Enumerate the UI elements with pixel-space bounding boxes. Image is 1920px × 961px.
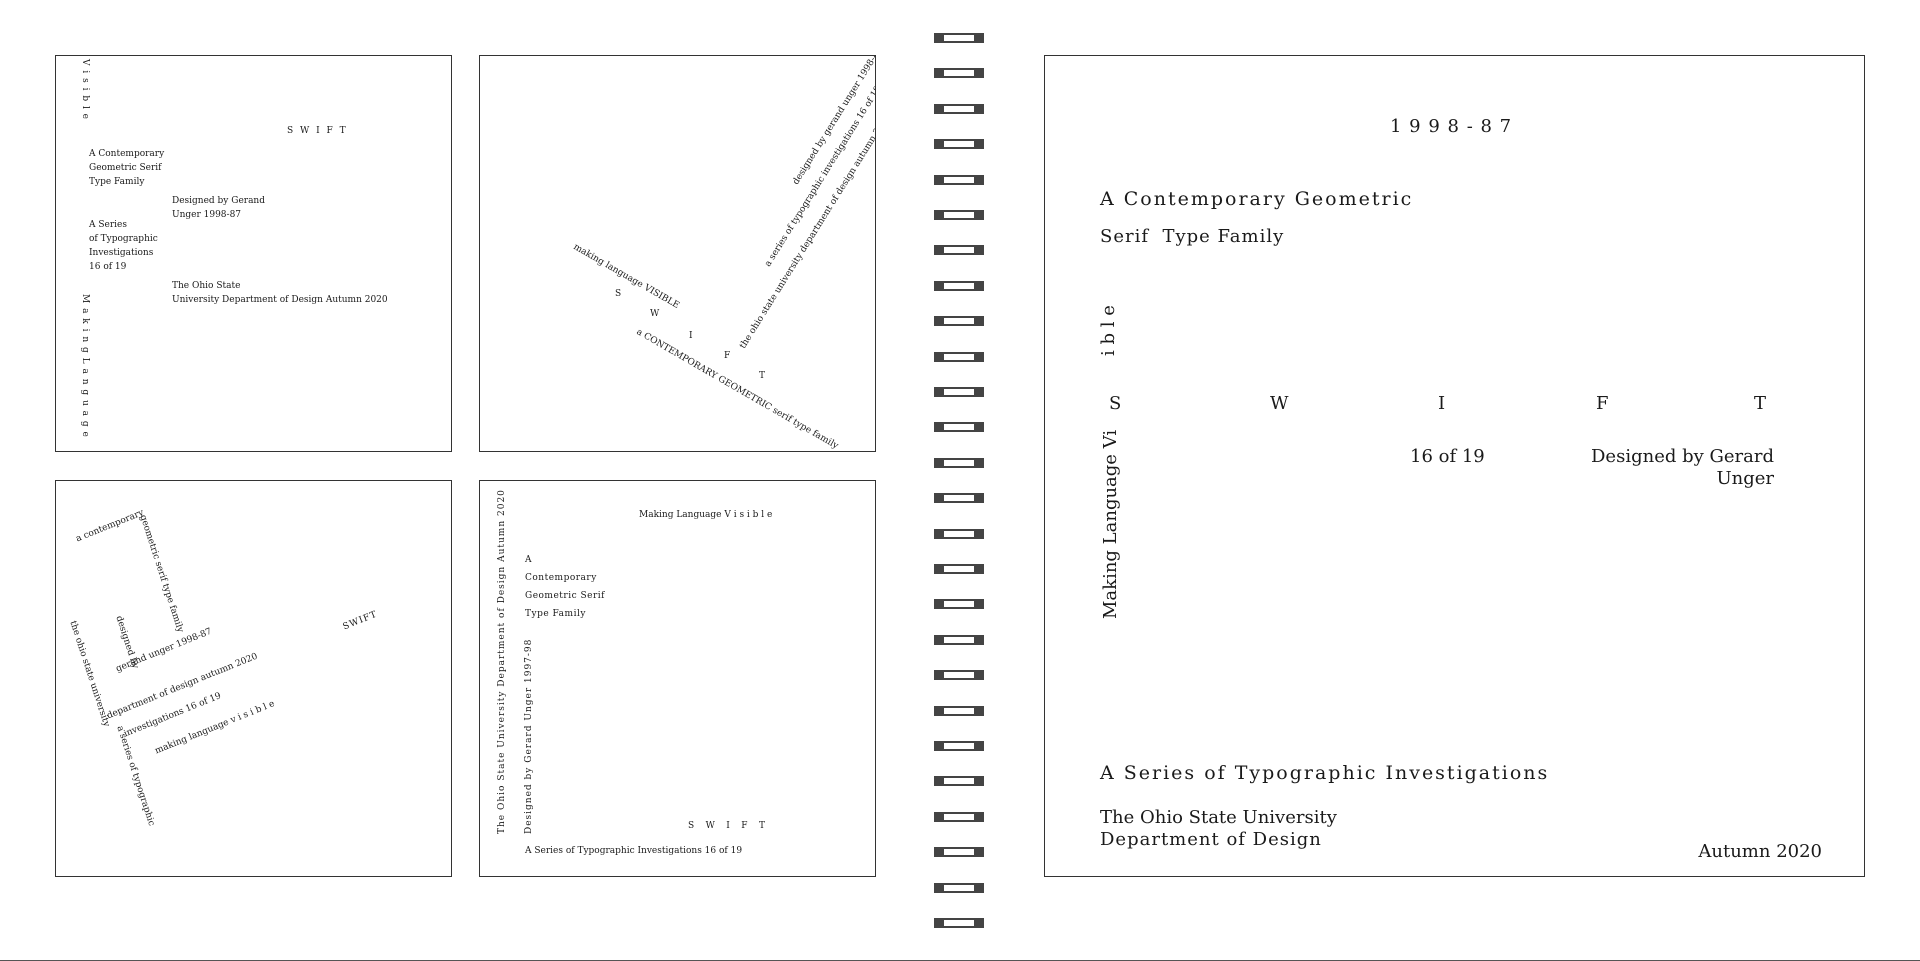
swift-letter-f: F — [1596, 393, 1609, 414]
spiral-ring — [930, 314, 988, 328]
swift-letter-s: S — [615, 289, 622, 299]
making-language-text: Making Language V i s i b l e — [639, 510, 773, 520]
spiral-ring — [930, 385, 988, 399]
spiral-ring — [930, 704, 988, 718]
spiral-ring — [930, 562, 988, 576]
swift-letter-i: I — [689, 331, 693, 341]
making-language-tilted-text: making language v i s i b l e — [153, 699, 277, 757]
count-text: 16 of 19 — [1410, 446, 1485, 467]
swift-title: S W I F T — [287, 126, 348, 136]
designed-by-vertical-text: Designed by Gerard Unger 1997-98 — [524, 638, 534, 834]
spiral-ring — [930, 66, 988, 80]
contemporary-text: A Contemporary Geometric Serif Type Fami… — [89, 149, 165, 187]
layout-page-3: a contemporary geometric serif type fami… — [55, 480, 452, 877]
designed-by-text: Designed by Gerand Unger 1998-87 — [172, 196, 265, 220]
swift-letter-t: T — [759, 371, 766, 381]
ohio-state-vertical-text: The Ohio State University Department of … — [497, 489, 507, 834]
layout-page-1: V i s i b l e S W I F T A Contemporary G… — [55, 55, 452, 452]
serif-type-text: Serif Type Family — [1100, 226, 1285, 247]
geometric-serif-tilted-text: geometric serif type family — [137, 513, 185, 634]
layout-page-2: designed by gerand unger 1998-87 a serie… — [479, 55, 876, 452]
designed-by-text: Designed by Gerard — [1591, 446, 1774, 467]
spiral-ring — [930, 810, 988, 824]
spiral-ring — [930, 597, 988, 611]
making-language-vertical-text: Making Language Vi — [1100, 429, 1121, 619]
spiral-ring — [930, 243, 988, 257]
ohio-state-text: The Ohio State University Department of … — [172, 281, 388, 305]
spiral-ring — [930, 527, 988, 541]
ohio-state-tilted-text: the ohio state university — [67, 619, 112, 729]
spiral-ring — [930, 137, 988, 151]
spiral-binding — [930, 0, 990, 961]
series-text: A Series of Typographic Investigations 1… — [89, 220, 158, 272]
spiral-ring — [930, 774, 988, 788]
swift-tilted-text: SWIFT — [341, 609, 379, 633]
contemporary-text: A Contemporary Geometric Serif Type Fami… — [525, 555, 605, 619]
making-language-diagonal-text: making language VISIBLE — [571, 242, 681, 312]
ohio-diagonal-text: the ohio state university department of … — [738, 112, 876, 351]
series-text: A Series of Typographic Investigations — [1100, 762, 1550, 784]
spiral-ring — [930, 916, 988, 930]
spiral-ring — [930, 633, 988, 647]
swift-letter-w: W — [650, 309, 660, 319]
layout-page-main: 1 9 9 8 - 8 7 A Contemporary Geometric S… — [1044, 55, 1865, 877]
series-diagonal-text: a series of typographic investigations 1… — [763, 84, 876, 269]
spiral-ring — [930, 102, 988, 116]
making-language-vertical-text: M a k i n g L a n g u a g e — [80, 294, 90, 438]
spiral-ring — [930, 881, 988, 895]
ible-vertical-text: i b l e — [1098, 305, 1119, 356]
contemporary-text: A Contemporary Geometric — [1100, 188, 1414, 210]
spiral-ring — [930, 491, 988, 505]
swift-letter-f: F — [724, 351, 731, 361]
series-tilted-text: a series of typographic — [114, 724, 157, 828]
spiral-ring — [930, 845, 988, 859]
spiral-ring — [930, 31, 988, 45]
layout-page-4: The Ohio State University Department of … — [479, 480, 876, 877]
year-text: 1 9 9 8 - 8 7 — [1390, 116, 1513, 137]
ohio-state-text: The Ohio State University — [1100, 807, 1337, 828]
contemporary-tilted-text: a contemporary — [74, 508, 146, 545]
swift-letter-t: T — [1754, 393, 1767, 414]
spiral-ring — [930, 668, 988, 682]
designed-by-text-2: Unger — [1716, 468, 1774, 489]
visible-vertical-text: V i s i b l e — [80, 59, 90, 121]
series-text: A Series of Typographic Investigations 1… — [525, 846, 743, 856]
swift-spaced-text: S W I F T — [688, 821, 765, 831]
contemporary-diagonal-text: a CONTEMPORARY GEOMETRIC serif type fami… — [634, 327, 840, 452]
spiral-ring — [930, 739, 988, 753]
spiral-ring — [930, 208, 988, 222]
spiral-ring — [930, 173, 988, 187]
department-text: Department of Design — [1100, 829, 1322, 850]
swift-letter-s: S — [1109, 393, 1122, 414]
swift-letter-w: W — [1270, 393, 1289, 414]
spiral-ring — [930, 456, 988, 470]
spiral-ring — [930, 279, 988, 293]
swift-letter-i: I — [1438, 393, 1446, 414]
spiral-ring — [930, 420, 988, 434]
autumn-text: Autumn 2020 — [1698, 841, 1822, 862]
spiral-ring — [930, 350, 988, 364]
